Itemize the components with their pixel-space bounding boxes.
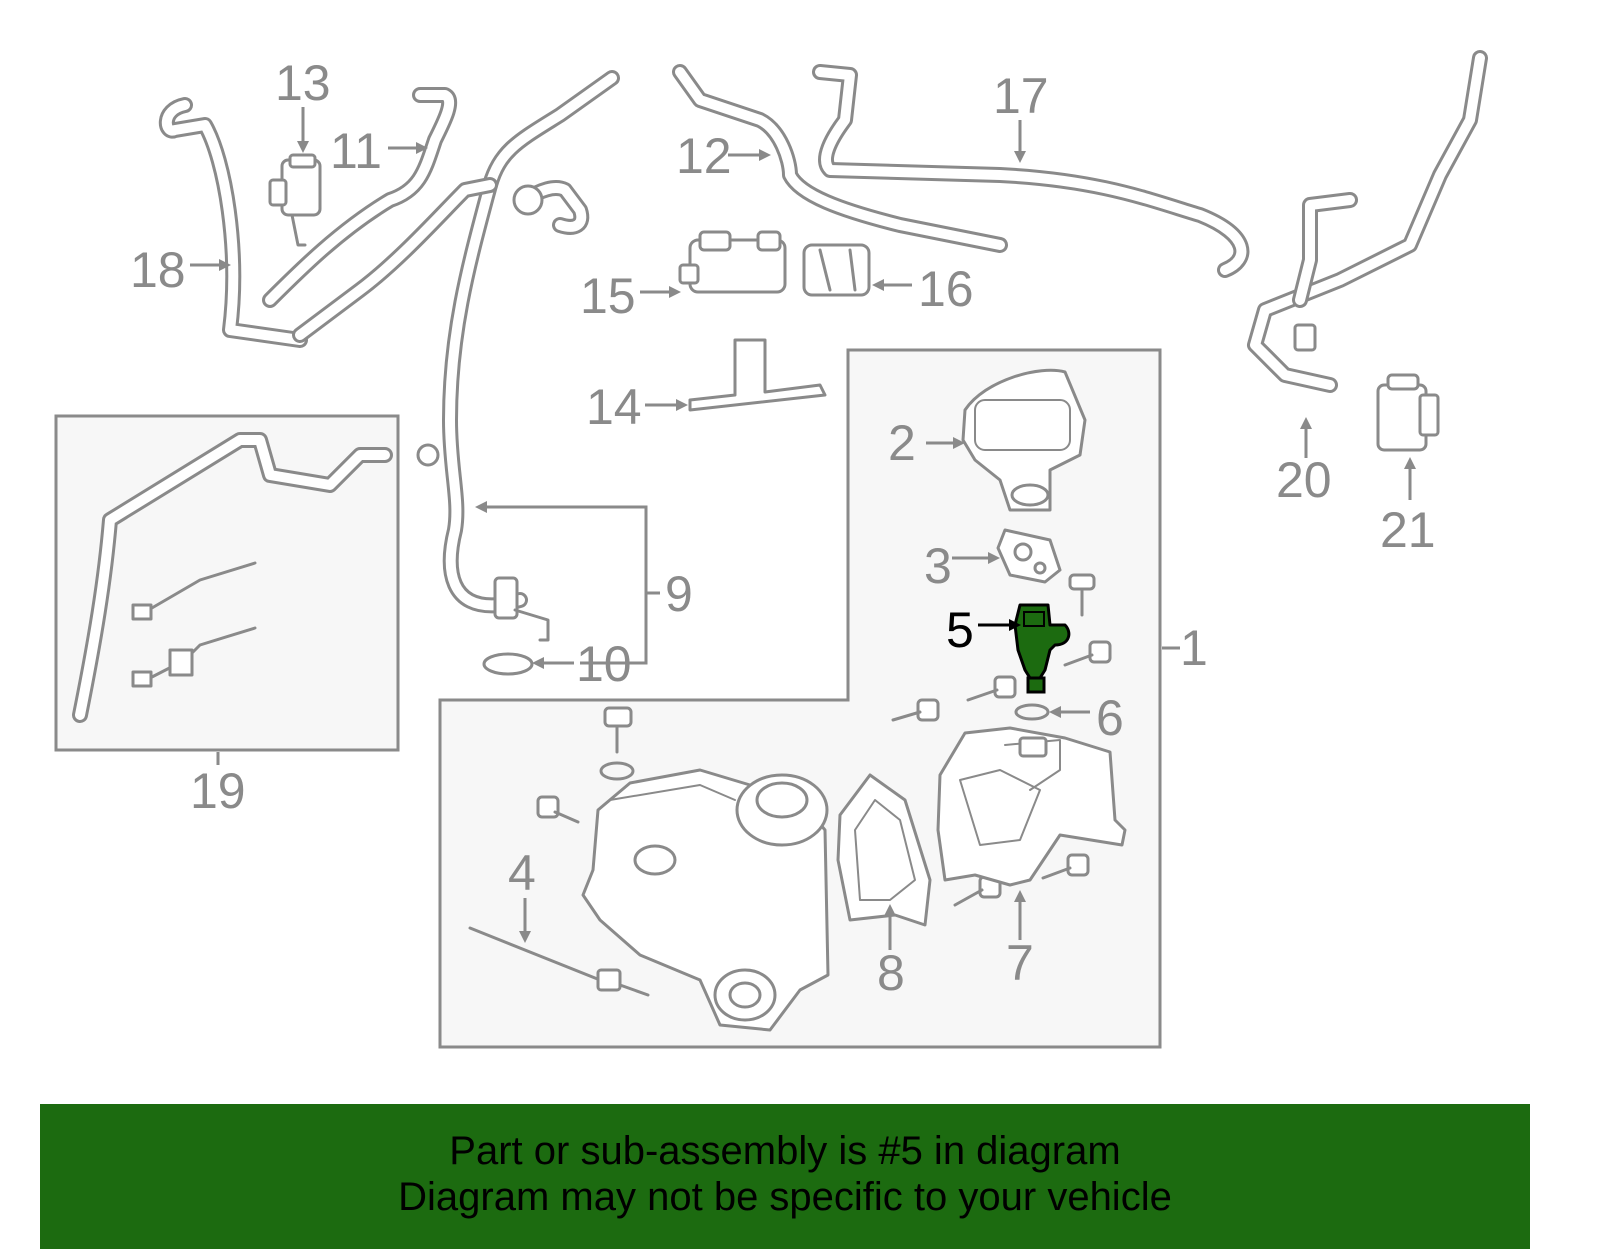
valve-21[interactable]	[1376, 373, 1440, 452]
callout-18: 18	[130, 242, 186, 298]
hose-9[interactable]	[292, 70, 620, 642]
callout-14: 14	[586, 379, 642, 435]
banner-line-2: Diagram may not be specific to your vehi…	[398, 1174, 1172, 1219]
o-ring-6[interactable]	[1014, 703, 1050, 721]
hose-18[interactable]	[158, 97, 308, 348]
gasket-3[interactable]	[996, 528, 1062, 584]
arrowhead-5	[1009, 619, 1021, 631]
callout-21: 21	[1380, 502, 1436, 558]
callout-19: 19	[190, 763, 246, 819]
banner-line-1: Part or sub-assembly is #5 in diagram	[449, 1128, 1121, 1173]
arrowheads	[219, 141, 1416, 943]
temperature-sensor-4[interactable]	[468, 926, 650, 997]
hose-20[interactable]	[1247, 50, 1488, 393]
actuator-2[interactable]	[961, 368, 1087, 512]
callout-12: 12	[676, 128, 732, 184]
sensor-5[interactable]	[1013, 603, 1071, 694]
valve-13[interactable]	[268, 153, 322, 247]
bracket-14[interactable]	[688, 338, 827, 412]
callout-13: 13	[275, 55, 331, 111]
o-ring-10[interactable]	[482, 652, 534, 676]
valve-15[interactable]	[678, 230, 787, 294]
callout-7: 7	[1006, 935, 1034, 991]
callout-9: 9	[665, 566, 693, 622]
callout-15: 15	[580, 268, 636, 324]
hose-17[interactable]	[812, 64, 1250, 278]
info-banner: Part or sub-assembly is #5 in diagram Di…	[40, 1104, 1530, 1249]
hose-11[interactable]	[262, 87, 458, 308]
hose-assembly-19[interactable]	[72, 432, 393, 723]
callout-4: 4	[508, 845, 536, 901]
gasket-8[interactable]	[836, 773, 932, 927]
callout-17: 17	[993, 68, 1049, 124]
callout-6: 6	[1096, 690, 1124, 746]
egr-cooler-4[interactable]	[581, 768, 830, 1032]
callout-8: 8	[877, 945, 905, 1001]
hose-12[interactable]	[672, 64, 1008, 253]
callout-3: 3	[924, 538, 952, 594]
bracket-16[interactable]	[802, 243, 871, 297]
egr-valve-7[interactable]	[936, 726, 1127, 887]
callout-1: 1	[1180, 620, 1208, 676]
callout-16: 16	[918, 261, 974, 317]
bolts[interactable]	[536, 573, 1112, 907]
callout-11: 11	[330, 123, 382, 179]
callout-20: 20	[1276, 452, 1332, 508]
callout-10: 10	[576, 636, 632, 692]
callout-5: 5	[946, 602, 974, 658]
callout-2: 2	[888, 415, 916, 471]
